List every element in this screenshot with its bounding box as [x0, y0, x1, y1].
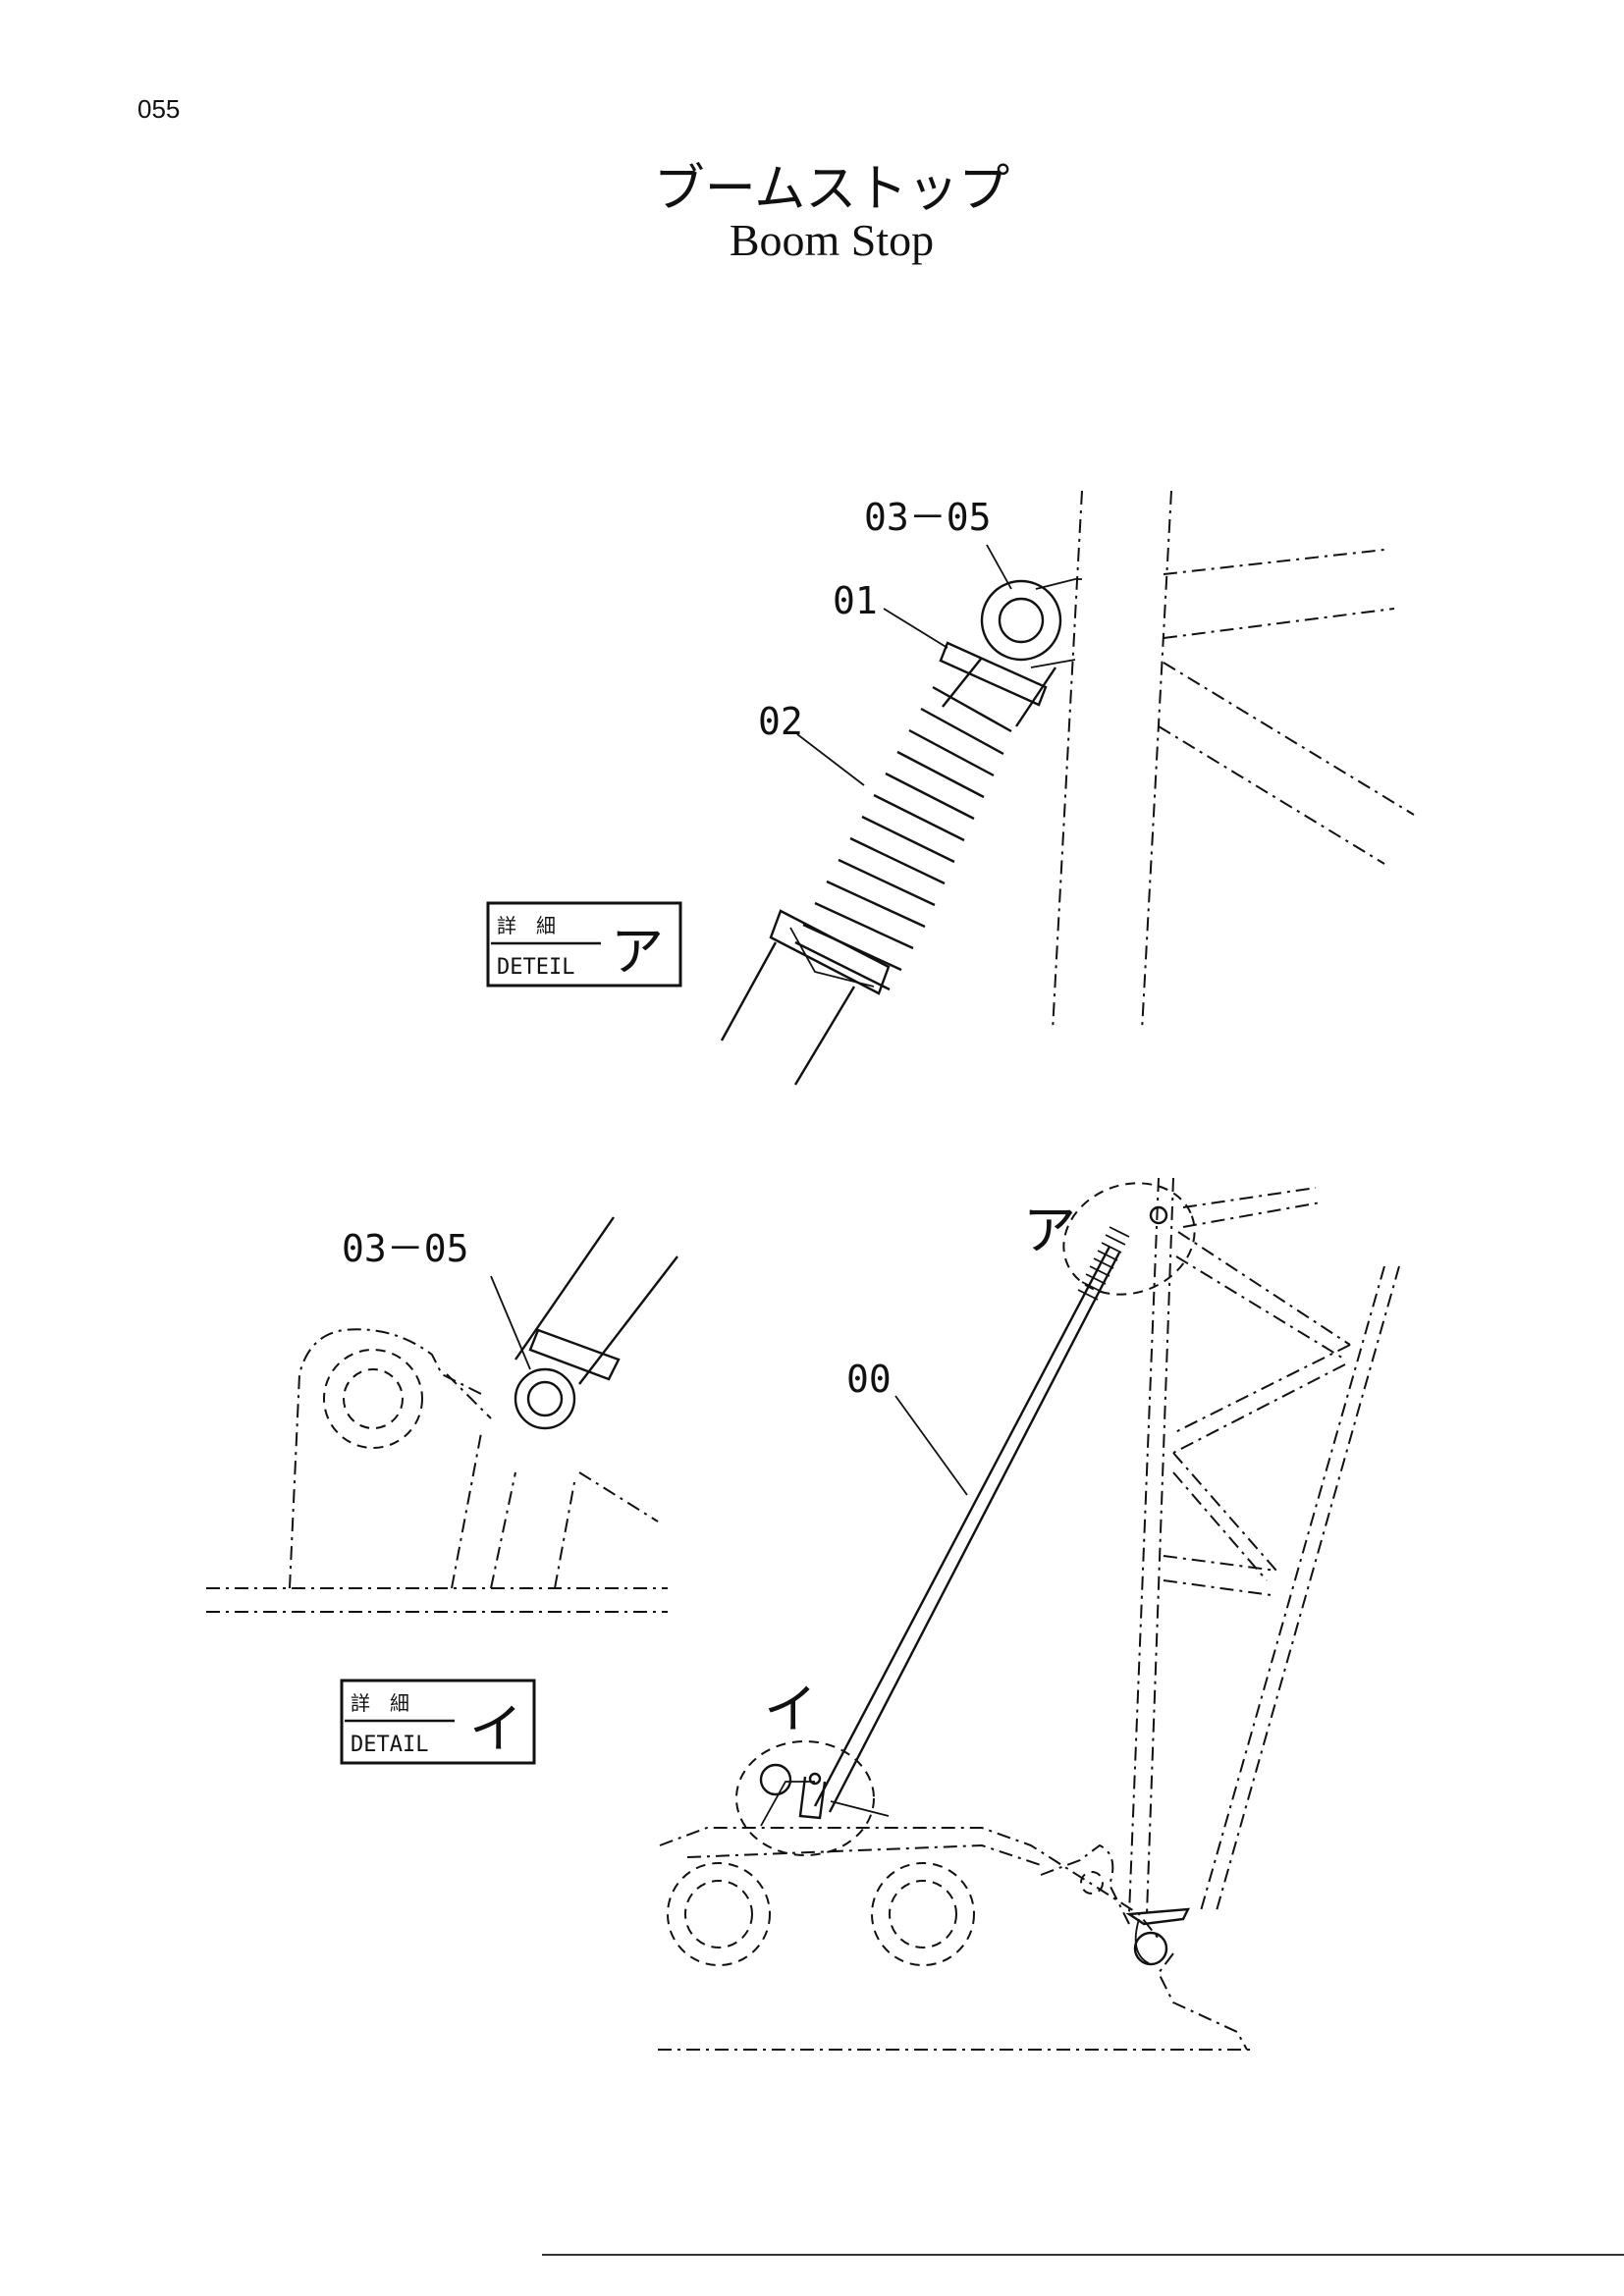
- callout-03-05-a: 03－05: [864, 496, 992, 539]
- callout-01: 01: [833, 579, 878, 622]
- callout-02: 02: [758, 700, 803, 743]
- detail-b-drawing: 03－05: [206, 1216, 678, 1613]
- title-english: Boom Stop: [729, 215, 935, 265]
- overview-mark-a: ア: [1023, 1200, 1076, 1261]
- svg-text:ア: ア: [611, 921, 664, 983]
- svg-text:DETAIL: DETAIL: [351, 1733, 428, 1757]
- svg-text:DETEIL: DETEIL: [497, 955, 574, 980]
- callout-00: 00: [846, 1358, 892, 1401]
- title-japanese: ブームストップ: [653, 160, 1010, 219]
- svg-text:詳 細: 詳 細: [351, 1691, 409, 1715]
- detail-a-label-box: 詳 細 DETEIL ア: [486, 901, 682, 988]
- detail-b-label-box: 詳 細 DETAIL イ: [340, 1679, 536, 1765]
- overview-drawing: 00 ア イ: [658, 1177, 1400, 2051]
- overview-spring: [1077, 1226, 1130, 1301]
- page-number: 055: [137, 94, 181, 124]
- bottom-rule: [542, 2254, 1624, 2256]
- svg-text:イ: イ: [469, 1698, 522, 1760]
- overview-mark-b: イ: [764, 1679, 817, 1740]
- detail-a-drawing: 03－05 01 02: [720, 490, 1415, 1086]
- spring-coils: [794, 685, 1012, 991]
- svg-text:詳 細: 詳 細: [497, 914, 556, 937]
- callout-03-05-b: 03－05: [342, 1227, 469, 1270]
